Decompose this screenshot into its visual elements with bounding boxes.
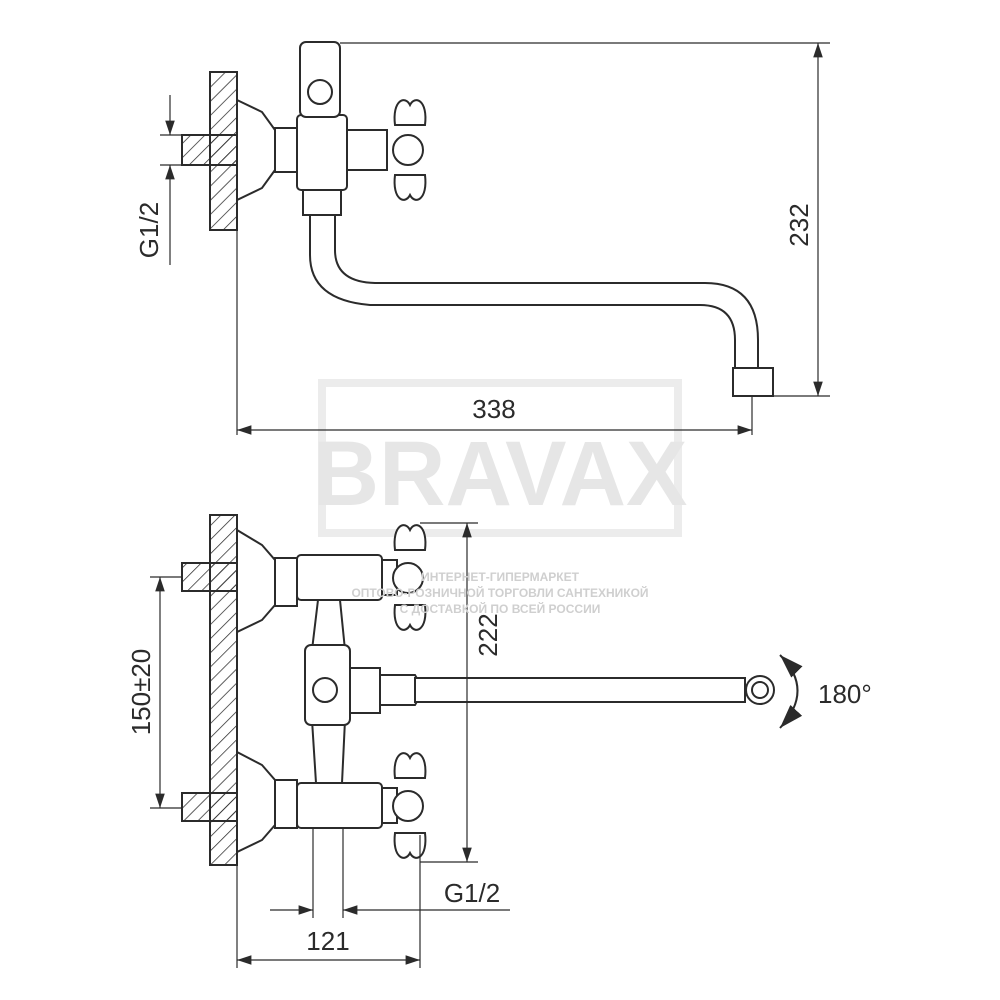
front-view: 180° 222 150±20 G1/2 121 [126, 514, 872, 968]
wall-flange [236, 98, 276, 202]
handle-hub [392, 134, 424, 166]
spout-end [745, 675, 775, 705]
watermark-line-1: ИНТЕРНЕТ-ГИПЕРМАРКЕТ [421, 570, 580, 584]
inlet-pipe [181, 134, 238, 166]
spacing-dim: 150±20 [126, 649, 156, 736]
top-length-dim: 338 [472, 394, 515, 424]
top-height-dim: 232 [784, 203, 814, 246]
front-thread-label: G1/2 [444, 878, 500, 908]
tap-stem [346, 129, 388, 171]
front-height-dim: 222 [473, 613, 503, 656]
watermark-line-2: ОПТОВО-РОЗНИЧНОЙ ТОРГОВЛИ САНТЕХНИКОЙ [351, 585, 648, 600]
watermark-brand: BRAVAX [313, 423, 688, 525]
rotation-arrow-icon [779, 654, 803, 729]
top-view: 338 232 G1/2 [134, 41, 830, 435]
inlet-lower [181, 792, 238, 822]
spout-outer [309, 215, 736, 368]
diverter-body [304, 644, 351, 726]
inlet-upper [181, 562, 238, 592]
aerator [732, 367, 774, 397]
spout-nut [302, 189, 342, 216]
spout-straight [414, 677, 746, 703]
spout-inner [334, 215, 759, 368]
rotation-label: 180° [818, 679, 872, 709]
top-thread-label: G1/2 [134, 202, 164, 258]
lower-valve-body [296, 782, 383, 829]
watermark-text: ИНТЕРНЕТ-ГИПЕРМАРКЕТ ОПТОВО-РОЗНИЧНОЙ ТО… [351, 570, 648, 616]
handle-bottom [393, 174, 427, 201]
valve-body [296, 114, 348, 191]
handle-top [393, 99, 427, 126]
watermark-line-3: С ДОСТАВКОЙ ПО ВСЕЙ РОССИИ [400, 601, 601, 616]
nut [274, 127, 298, 173]
watermark-logo: BRAVAX [313, 379, 688, 537]
depth-dim: 121 [306, 926, 349, 956]
